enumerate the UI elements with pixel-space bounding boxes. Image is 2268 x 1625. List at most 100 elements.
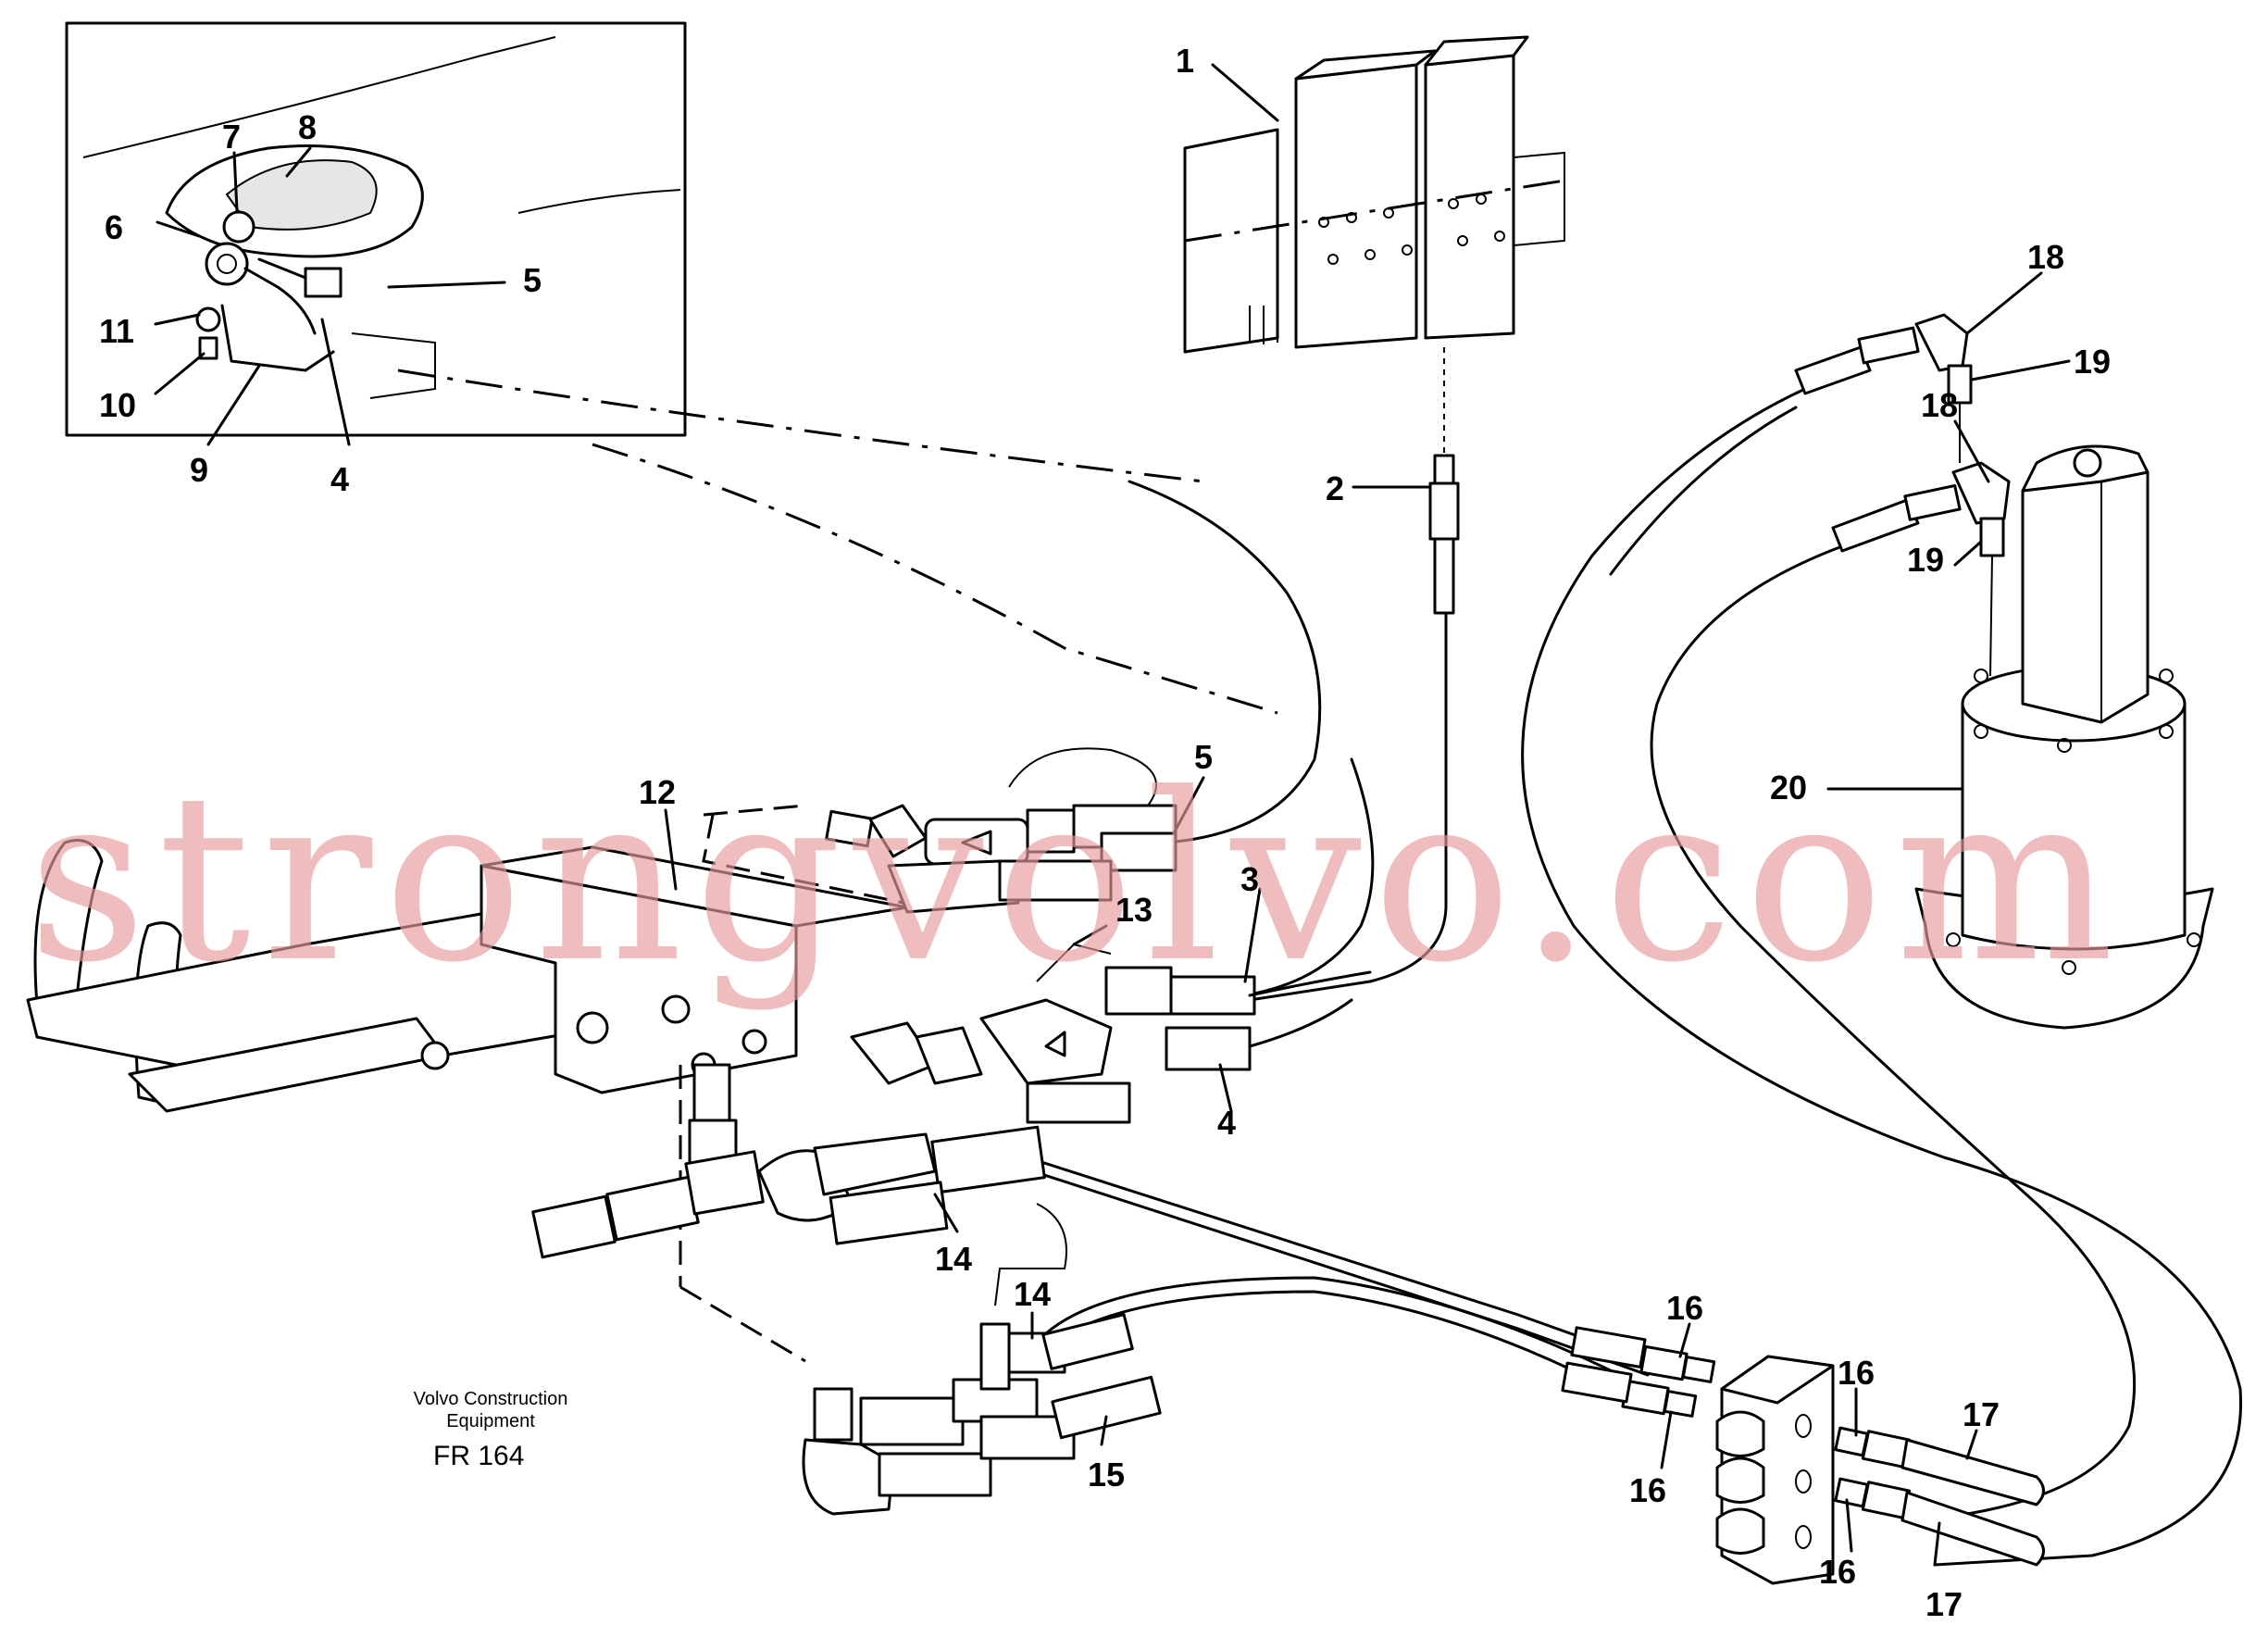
callout-8: 8: [298, 108, 317, 146]
trace-line-b: [397, 369, 1204, 483]
callout-6: 6: [105, 208, 123, 246]
hose-ferrule-upper: [1857, 326, 1920, 365]
fittings-18-19: [1794, 313, 2011, 677]
linkage-pivot: [420, 1041, 450, 1070]
hose-4-ferrule: [1165, 1026, 1252, 1071]
figure-number: FR 164: [433, 1441, 524, 1471]
fitting-left-elbow-b: [915, 1026, 983, 1085]
hose-loop-17-outer: [1521, 387, 2243, 1567]
hose-16-upper-ferrule: [1570, 1326, 1647, 1369]
pilot-fitting-body: [1428, 481, 1460, 541]
pilot-fitting-nut: [1433, 454, 1455, 485]
callout-16-upper-right: 16: [1838, 1354, 1875, 1392]
valve-hidden-edge: [1184, 179, 1565, 243]
elbow-18-lower: [1951, 461, 2011, 525]
valve-pins: [1249, 306, 1278, 344]
inset-edge: [517, 189, 681, 214]
callout-5: 5: [1194, 738, 1213, 776]
fitting-15-tee: [859, 1396, 965, 1446]
fitting-5-nut: [1026, 808, 1076, 854]
valve-block-b-top: [1424, 35, 1529, 67]
credit-line-2: Equipment: [446, 1411, 535, 1431]
credit-block: Volvo Construction Equipment FR 164: [414, 1389, 568, 1471]
inset-hose-5: [243, 267, 317, 335]
dashed-guide-14: [679, 1285, 806, 1363]
swivel-20: [1914, 444, 2214, 1030]
control-valve-1: [1183, 35, 1565, 354]
swivel-top-port: [2073, 448, 2102, 478]
fitting-16-upper-right: [1834, 1426, 1869, 1457]
fitting-15-lower: [878, 1452, 992, 1497]
inset-detail: [65, 21, 687, 437]
callout-4: 4: [1217, 1104, 1236, 1142]
check-valve-4-arrow: [1044, 1031, 1066, 1057]
adapter-19-lower: [1979, 517, 2005, 557]
block-port-3: [1715, 1507, 1765, 1555]
inset-frame-edge: [82, 36, 556, 158]
distribution-block: [1561, 1326, 2045, 1585]
callout-labels: 1 2 3 4 4 5 5 6 7 8 9 10 11 12 13 14 14 …: [99, 42, 2111, 1623]
hose-5-loop-thin: [1008, 747, 1157, 806]
inset-bracket-9: [220, 304, 335, 372]
hose-group-centre: [702, 747, 1372, 1124]
hose-14-lower-ferrule: [829, 1181, 949, 1245]
pedal-left: [33, 839, 104, 1030]
callout-2: 2: [1326, 469, 1344, 507]
callout-17-upper: 17: [1963, 1395, 2000, 1433]
hose-14-inlet: [531, 1194, 617, 1259]
callout-12: 12: [639, 773, 676, 811]
callout-19-lower: 19: [1907, 541, 1944, 579]
inset-fitting-6: [205, 242, 249, 286]
pilot-line-2: [1248, 347, 1460, 1002]
callout-20: 20: [1770, 769, 1807, 806]
fitting-16-lower-right: [1834, 1477, 1869, 1508]
check-valve-4: [979, 998, 1113, 1085]
inset-bracket: [351, 332, 436, 399]
hose-loop-5: [1128, 480, 1322, 844]
block-port-1: [1715, 1410, 1765, 1457]
check-valve-arrow: [961, 830, 992, 856]
inset-tank-body: [225, 159, 378, 231]
fitting-5-lower: [887, 859, 1020, 914]
callout-18-lower: 18: [1921, 386, 1958, 424]
callout-13: 13: [1115, 891, 1153, 929]
callout-10: 10: [99, 386, 136, 424]
fitting-15-nipple: [813, 1387, 854, 1442]
callout-14-lower: 14: [1014, 1275, 1051, 1313]
tee-fitting-body: [605, 1175, 700, 1242]
callout-3: 3: [1240, 860, 1259, 898]
callout-9: 9: [190, 451, 208, 489]
fitting-14-riser: [979, 1322, 1011, 1391]
hose-end-lower: [1831, 498, 1920, 553]
pilot-hose-2: [1248, 611, 1448, 1002]
fitting-5-nipple: [825, 809, 874, 848]
callout-16-lower-right: 16: [1819, 1553, 1856, 1591]
fitting-16-upper-left-tip: [1681, 1356, 1716, 1383]
callout-14-upper: 14: [935, 1240, 972, 1278]
hose-4-run: [1248, 998, 1353, 1048]
watermark: strongvolvo.com: [28, 744, 2125, 1013]
fitting-16-lower-left-tip: [1663, 1390, 1698, 1418]
hose-5-lower-ferrule: [998, 859, 1113, 902]
callout-18-upper: 18: [2027, 238, 2064, 276]
pilot-hose-end: [1433, 537, 1455, 615]
hose-end-upper: [1794, 345, 1872, 395]
fitting-16-upper-left: [1639, 1344, 1689, 1381]
adapter-19-upper: [1947, 364, 1973, 405]
pedal-assembly-12: [26, 839, 909, 1113]
inset-frame: [65, 21, 687, 437]
hose-14-to-16-upper: [1040, 1160, 1650, 1363]
elbow-18-upper: [1914, 313, 1969, 372]
hose-3-run: [1248, 970, 1372, 997]
block-top: [1720, 1355, 1835, 1405]
hose-17-lower: [1900, 1491, 2045, 1567]
hose-14-upper-end: [930, 1125, 1046, 1194]
fitting-lower-tee: [1026, 1081, 1131, 1124]
swivel-shaft-block: [2021, 470, 2150, 724]
hose-14-bracket: [994, 1203, 1067, 1306]
leader-lines: [154, 63, 2071, 1567]
fitting-13-body: [1104, 966, 1173, 1016]
hose-5-end: [1100, 831, 1178, 872]
callout-19-upper: 19: [2074, 343, 2111, 381]
